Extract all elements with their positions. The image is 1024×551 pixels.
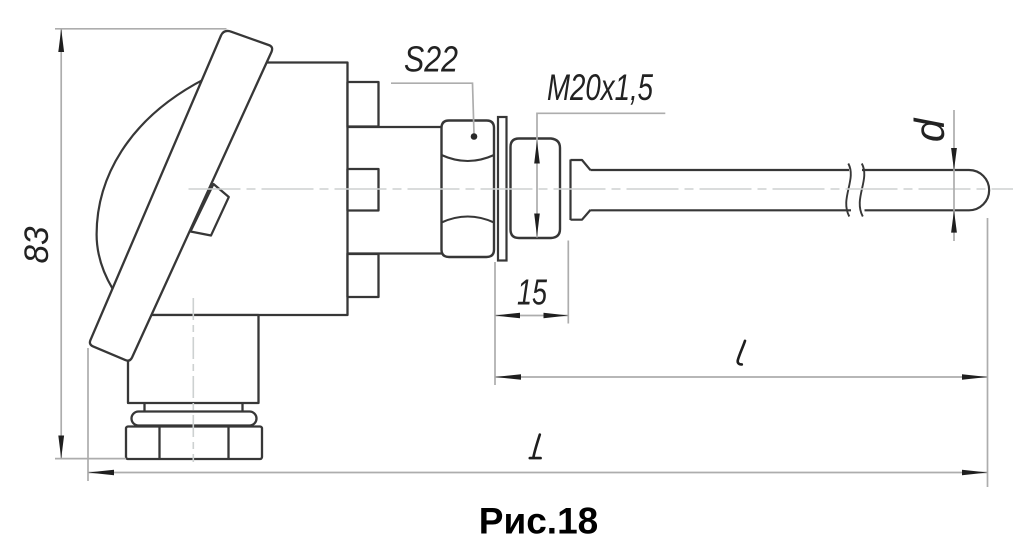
svg-text:Рис.18: Рис.18 [479,501,598,542]
svg-text:S22: S22 [404,39,458,80]
svg-text:15: 15 [517,272,548,313]
svg-text:83: 83 [18,226,56,263]
svg-text:d: d [906,117,953,142]
svg-text:M20x1,5: M20x1,5 [547,67,653,108]
